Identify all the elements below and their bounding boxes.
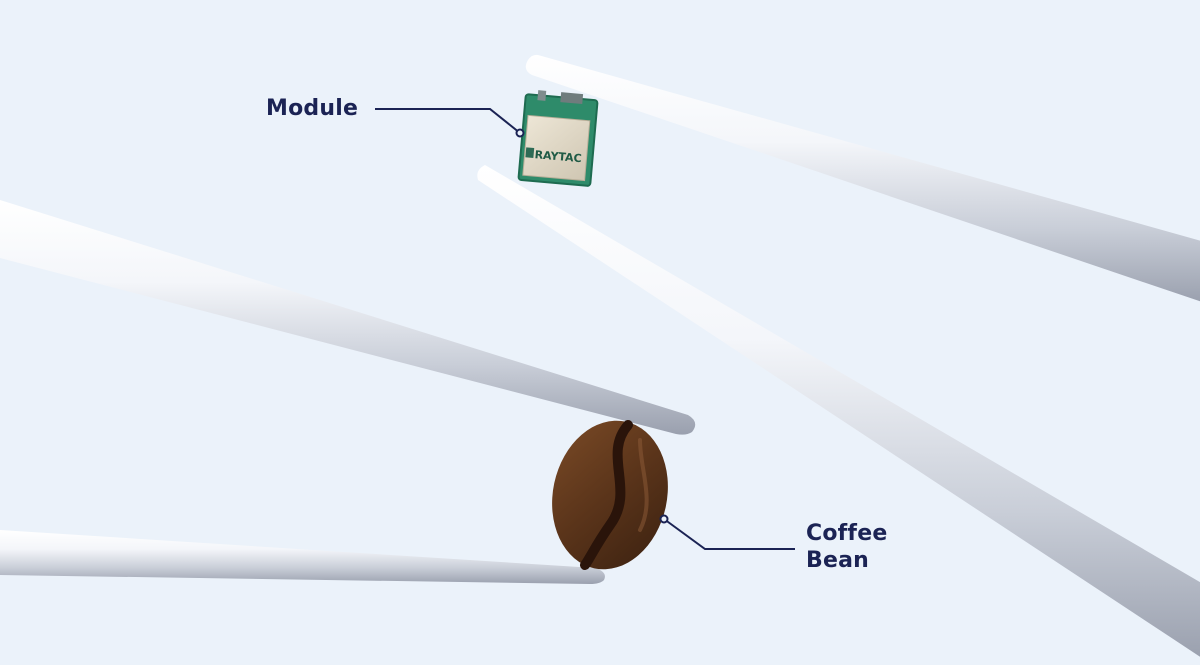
tweezer-arm-lower-left (0, 530, 605, 584)
module-brand-logo: RAYTAC (534, 148, 582, 165)
coffee-bean (552, 420, 668, 570)
module-callout-line (375, 108, 525, 138)
module-chip: RAYTAC (517, 90, 599, 187)
coffee-bean-label-line2: Bean (806, 548, 869, 573)
coffee-bean-label: Coffee Bean (806, 520, 926, 574)
coffee-bean-callout-line (659, 514, 795, 550)
tweezer-arm-upper-right (525, 54, 1200, 302)
tweezer-arm-diagonal (477, 165, 1200, 657)
module-label: Module (266, 96, 359, 121)
tweezer-arm-upper-left (0, 200, 696, 435)
coffee-bean-label-line1: Coffee (806, 521, 888, 546)
